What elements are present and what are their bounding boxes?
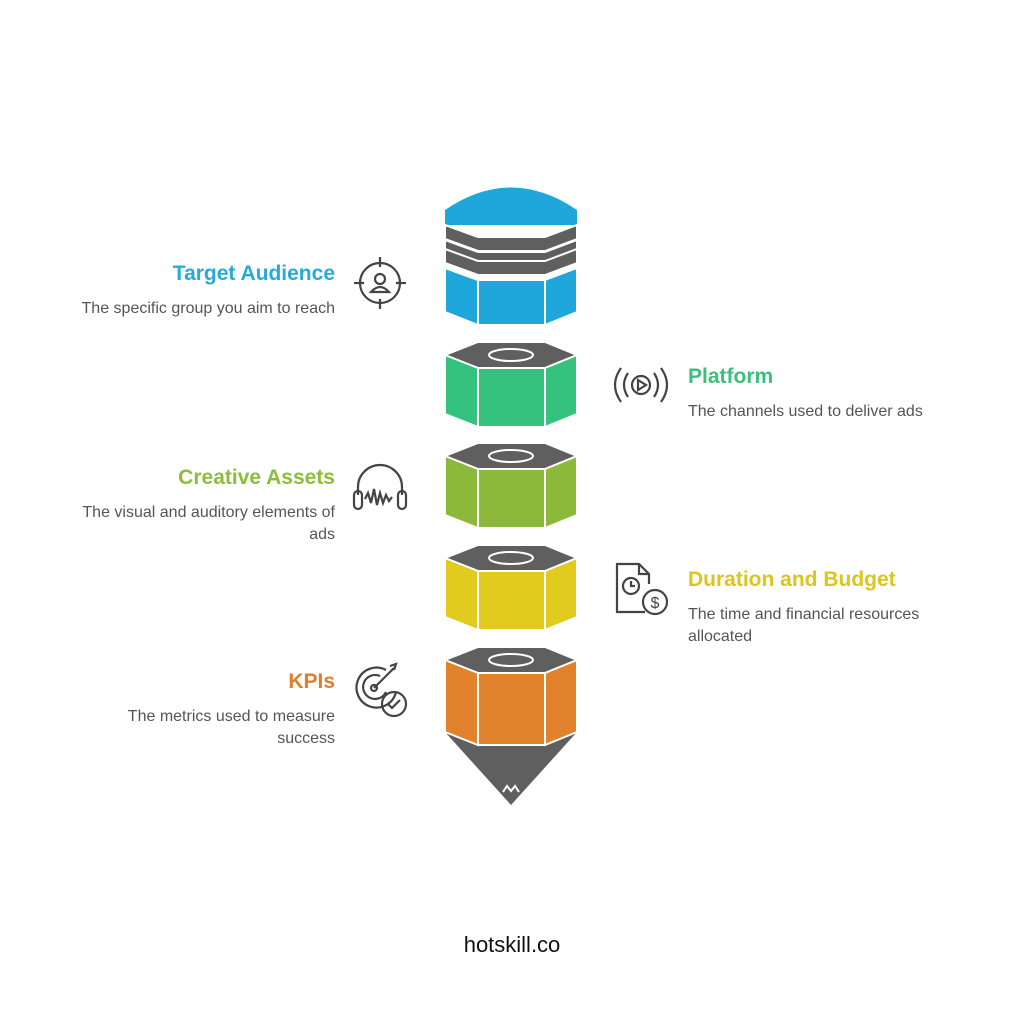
- headphones-audio-icon: [352, 463, 408, 511]
- item-title: Target Audience: [172, 262, 335, 285]
- clock-dollar-icon: $: [615, 562, 669, 616]
- segment-platform-front-face: [477, 367, 546, 428]
- segment-platform-left-face: [444, 353, 479, 429]
- segment-kpis-front-face: [477, 672, 546, 746]
- item-description: The visual and auditory elements of ads: [82, 504, 335, 543]
- item-target-audience: Target Audience The specific group you a…: [75, 262, 335, 320]
- item-description: The specific group you aim to reach: [81, 300, 335, 317]
- segment-creative-assets-left-face: [444, 454, 479, 530]
- eraser-dome: [445, 187, 577, 225]
- item-duration-budget: Duration and Budget The time and financi…: [688, 568, 948, 648]
- broadcast-play-icon: [613, 367, 669, 403]
- target-check-icon: [355, 662, 408, 718]
- eraser-left-face: [444, 266, 479, 327]
- eraser-front-face: [477, 279, 546, 326]
- segment-duration-budget-left-face: [444, 556, 479, 632]
- segment-platform-hole: [488, 348, 534, 362]
- item-platform: Platform The channels used to deliver ad…: [688, 365, 948, 423]
- segment-kpis-hole: [488, 653, 534, 667]
- pencil-lead-edge: [502, 784, 520, 793]
- item-title: Creative Assets: [178, 466, 335, 489]
- ferrule-band-2: [444, 247, 578, 276]
- item-description: The time and financial resources allocat…: [688, 606, 920, 645]
- eraser-right-face: [544, 266, 578, 327]
- segment-platform-right-face: [544, 353, 578, 429]
- segment-creative-assets-hole: [488, 449, 534, 463]
- item-title: Platform: [688, 365, 774, 388]
- pencil-tip: [445, 732, 577, 805]
- item-title: KPIs: [288, 670, 335, 693]
- segment-kpis-left-face: [444, 658, 479, 747]
- segment-duration-budget-hole: [488, 551, 534, 565]
- segment-duration-budget-front-face: [477, 570, 546, 631]
- svg-text:$: $: [651, 595, 660, 612]
- item-description: The metrics used to measure success: [127, 708, 335, 747]
- item-kpis: KPIs The metrics used to measure success: [75, 670, 335, 750]
- segment-kpis-right-face: [544, 658, 578, 747]
- segment-creative-assets-right-face: [544, 454, 578, 530]
- segment-creative-assets-front-face: [477, 468, 546, 529]
- footer-brand: hotskill.co: [463, 932, 561, 957]
- target-person-icon: [354, 257, 406, 309]
- item-description: The channels used to deliver ads: [688, 403, 923, 420]
- item-title: Duration and Budget: [688, 568, 896, 591]
- item-creative-assets: Creative Assets The visual and auditory …: [75, 466, 335, 546]
- segment-duration-budget-right-face: [544, 556, 578, 632]
